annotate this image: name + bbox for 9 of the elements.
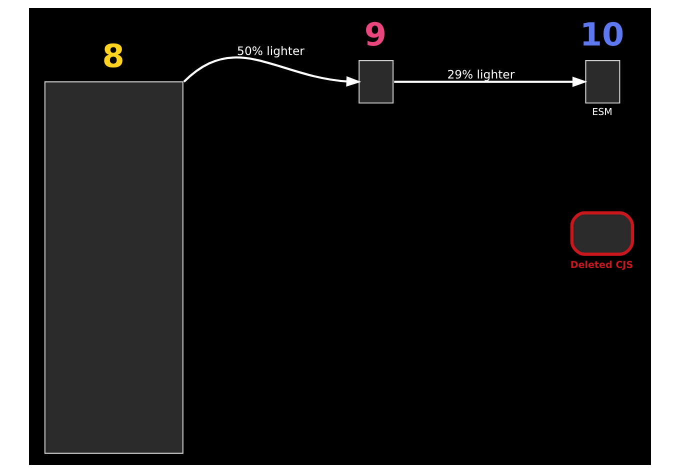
node-label: 10 [580, 16, 624, 54]
arrow [394, 76, 588, 87]
edge-label: 50% lighter [237, 44, 304, 58]
arrow [183, 56, 362, 87]
edge-label: 29% lighter [447, 67, 515, 82]
node-label: Deleted CJS [570, 260, 634, 271]
node-label: 9 [364, 16, 387, 54]
node-label: ESM [592, 106, 612, 118]
node-label: 8 [102, 36, 124, 75]
